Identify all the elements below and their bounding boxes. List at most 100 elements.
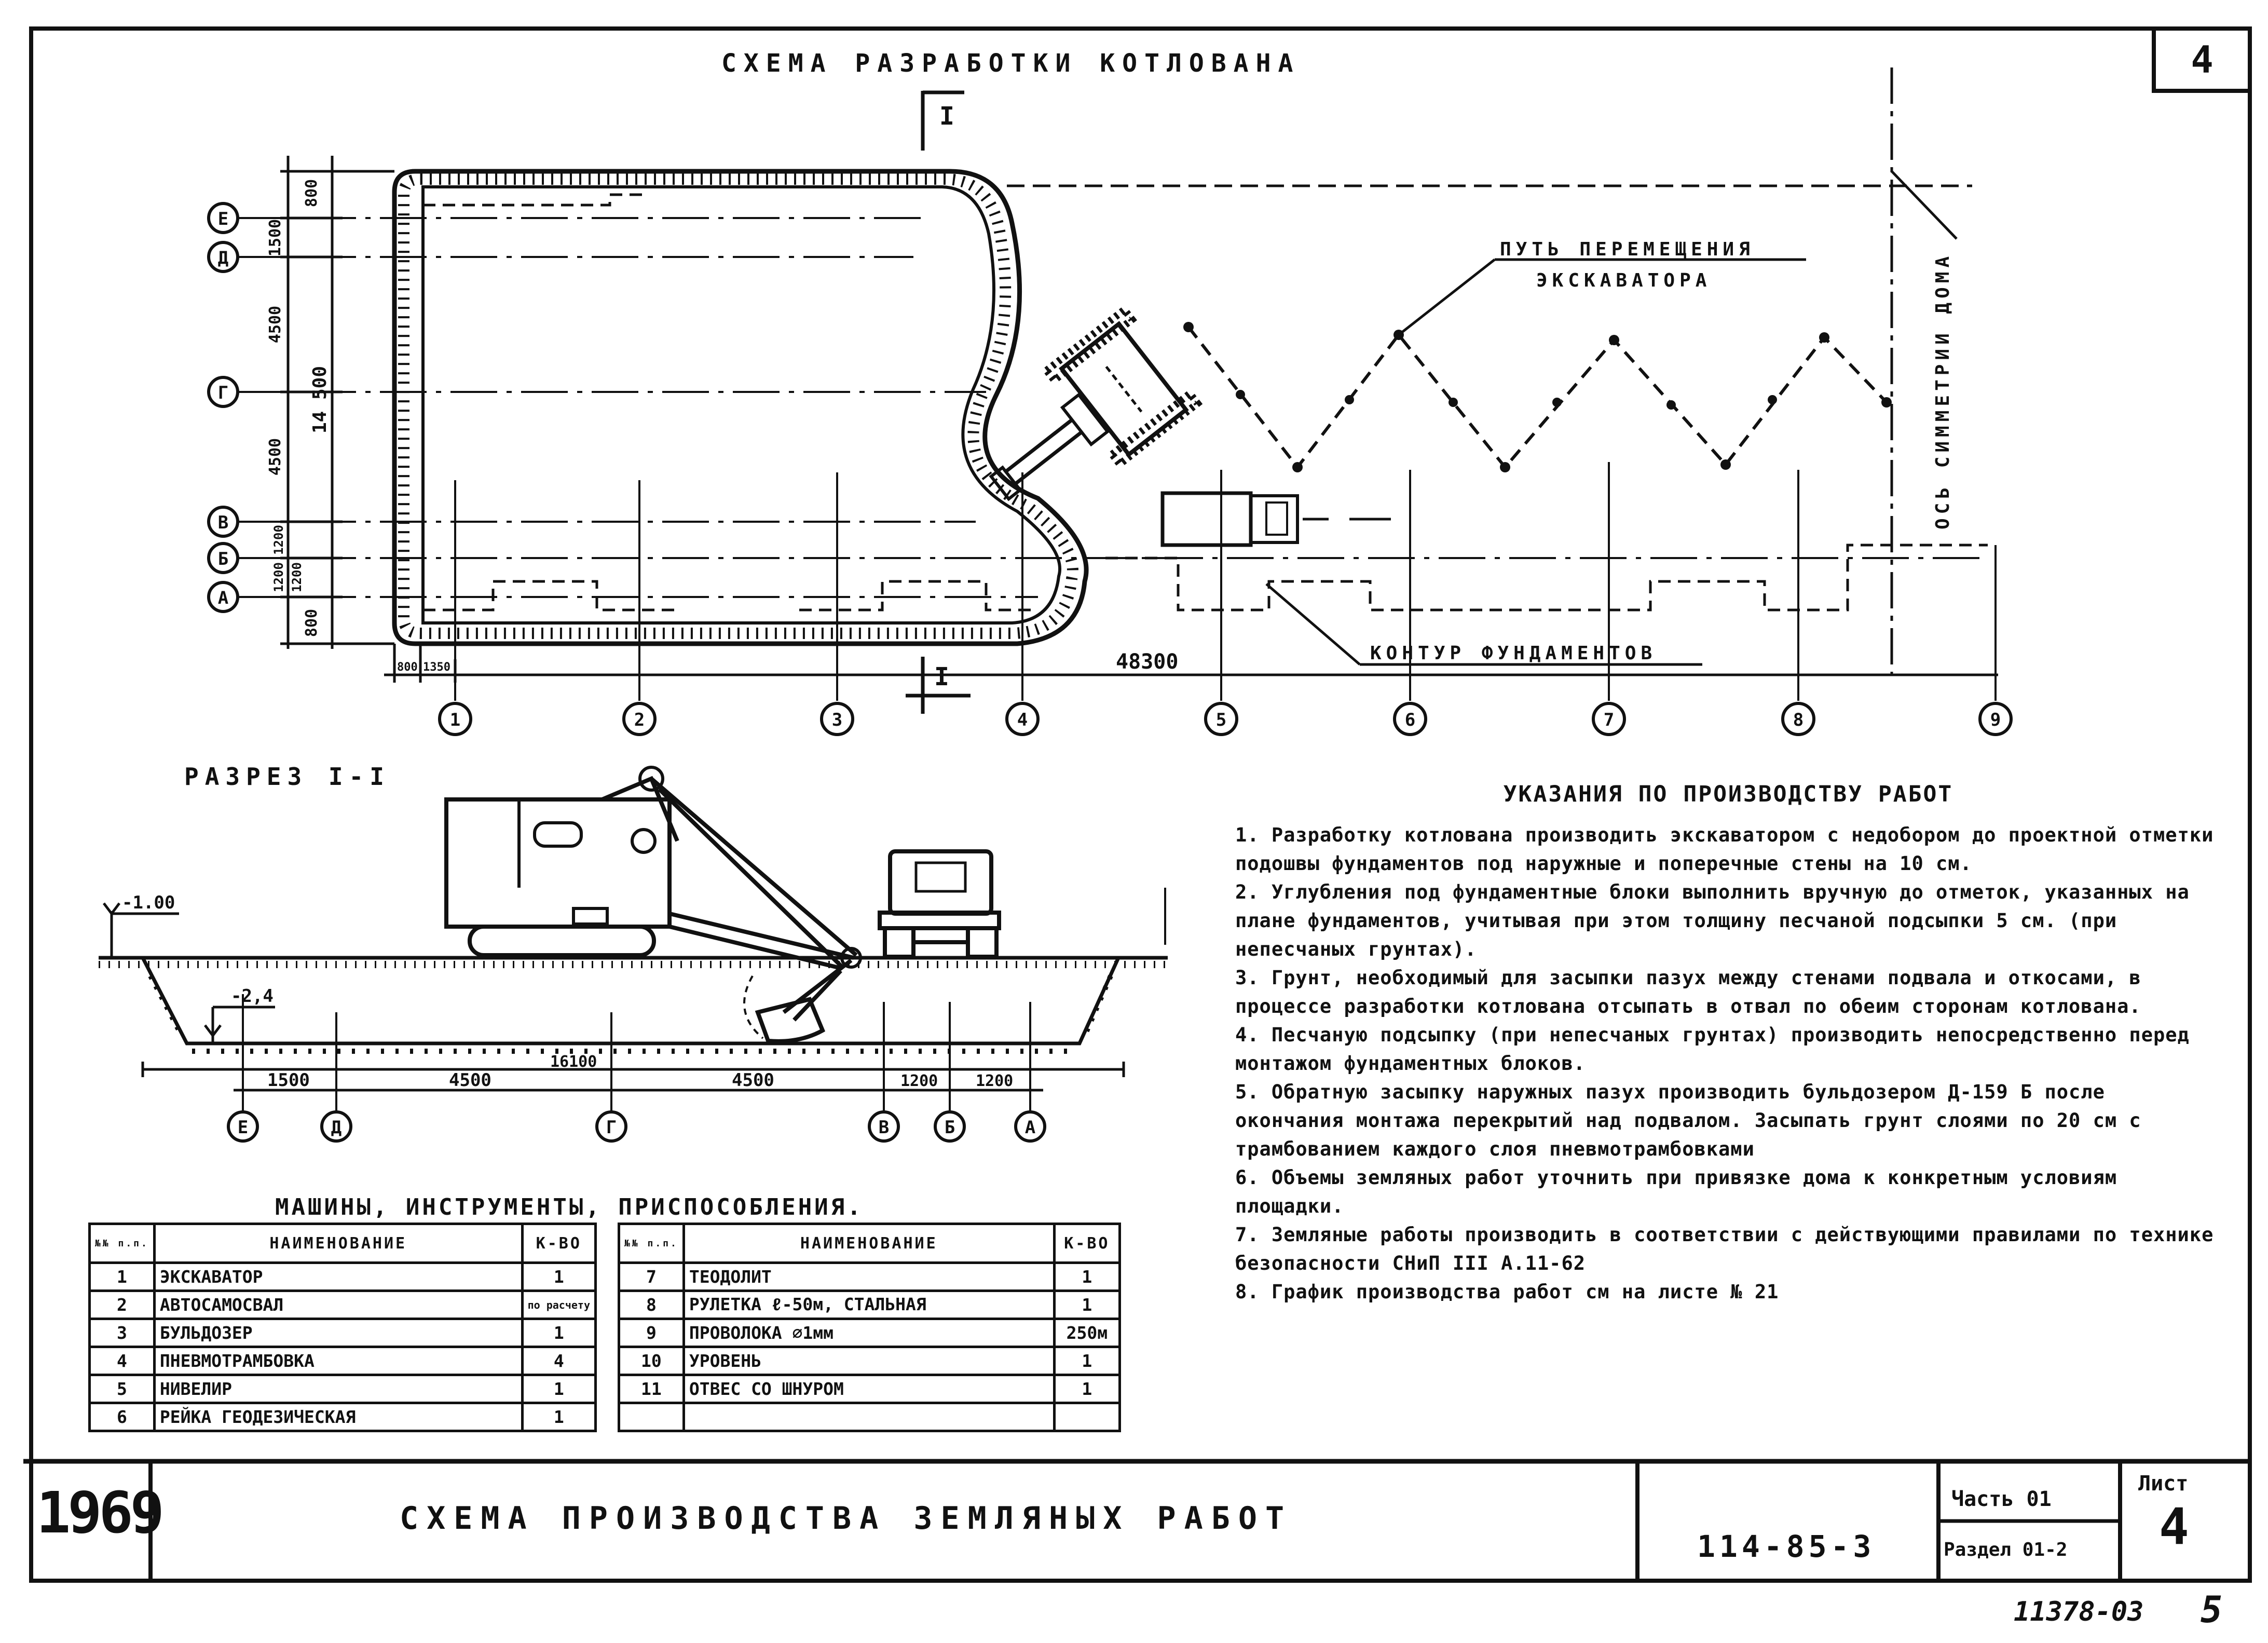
level-mark-bottom: -2,4 [204, 986, 275, 1043]
svg-text:В: В [879, 1117, 889, 1138]
svg-text:800: 800 [397, 661, 418, 674]
title-block-sheet-label: Лист [2138, 1472, 2189, 1496]
svg-text:3: 3 [832, 710, 842, 730]
header-name: НАИМЕНОВАНИЕ [153, 1223, 524, 1264]
svg-text:2: 2 [634, 710, 645, 730]
title-block-code: 114-85-3 [1697, 1529, 1876, 1564]
axis-bubble-E: Е [207, 202, 239, 234]
svg-text:5: 5 [1216, 710, 1226, 730]
row-axis-lines [239, 217, 1988, 598]
section-bubble-D: Д [320, 1110, 352, 1143]
svg-text:4: 4 [1017, 710, 1028, 730]
pit-bottom [421, 185, 1062, 624]
title-block-section: Раздел 01-2 [1944, 1539, 2068, 1560]
svg-text:I: I [934, 662, 949, 691]
excavator-path-label-2: ЭКСКАВАТОРА [1536, 270, 1711, 291]
svg-text:1350: 1350 [423, 661, 450, 674]
section-overall-width: 16100 [550, 1053, 597, 1071]
instruction-item: 6. Объемы земляных работ уточнить при пр… [1235, 1166, 2117, 1217]
axis-bubble-D: Д [207, 241, 239, 273]
instruction-item: 2. Углубления под фундаментные блоки вып… [1235, 881, 2190, 960]
pit-slope-outer [392, 169, 1089, 646]
svg-text:1200: 1200 [900, 1072, 938, 1090]
sheet-number-box: 4 [2152, 29, 2250, 93]
section-bubble-G: Г [595, 1110, 627, 1143]
excavator-side-icon [444, 766, 862, 1043]
svg-text:В: В [218, 512, 228, 533]
svg-text:1200: 1200 [976, 1072, 1013, 1090]
level-mark-top: -1.00 [103, 892, 179, 958]
section-bubble-B: Б [934, 1110, 966, 1143]
sheet-number: 4 [2191, 38, 2213, 82]
axis-bubble-A: А [207, 581, 239, 613]
svg-text:Е: Е [218, 209, 228, 229]
axis-bubble-1: 1 [438, 702, 472, 736]
foundation-contour-label: КОНТУР ФУНДАМЕНТОВ [1370, 643, 1657, 664]
instruction-item: 7. Земляные работы производить в соответ… [1235, 1224, 2214, 1274]
svg-text:Д: Д [218, 248, 228, 268]
title-block-year: 1969 [36, 1479, 165, 1546]
svg-text:800: 800 [303, 179, 321, 207]
axis-bubble-8: 8 [1781, 702, 1815, 736]
svg-text:9: 9 [1990, 710, 2001, 730]
title-block-part: Часть 01 [1951, 1487, 2052, 1511]
instruction-item: 8. График производства работ см на листе… [1235, 1281, 1779, 1303]
section-title: РАЗРЕЗ I-I [184, 763, 390, 791]
section-mark-bottom: I [906, 657, 971, 714]
archive-number: 11378-03 [2014, 1596, 2144, 1627]
work-instructions-title: УКАЗАНИЯ ПО ПРОИЗВОДСТВУ РАБОТ [1503, 781, 1953, 807]
section-mark-top: I [921, 90, 964, 151]
svg-text:800: 800 [303, 609, 321, 637]
instruction-item: 3. Грунт, необходимый для засыпки пазух … [1235, 967, 2141, 1017]
dim-overall-vertical: 14 500 [309, 366, 331, 433]
svg-text:-1.00: -1.00 [122, 892, 175, 913]
instruction-item: 1. Разработку котлована производить экск… [1235, 824, 2214, 875]
svg-text:Б: Б [945, 1117, 955, 1138]
archive-page: 5 [2201, 1588, 2223, 1631]
machines-table-header: №№ п.п. НАИМЕНОВАНИЕ К-ВО [88, 1223, 597, 1264]
instruction-item: 4. Песчаную подсыпку (при непесчаных гру… [1235, 1024, 2190, 1075]
title-block-sheet-value: 4 [2159, 1498, 2189, 1556]
svg-text:1200: 1200 [271, 562, 286, 592]
machines-table-header: №№ п.п. НАИМЕНОВАНИЕ К-ВО [618, 1223, 1122, 1264]
foundation-contour-leader: КОНТУР ФУНДАМЕНТОВ [1265, 583, 1702, 666]
svg-text:1500: 1500 [266, 219, 284, 256]
axis-bubble-4: 4 [1005, 702, 1040, 736]
svg-text:-2,4: -2,4 [231, 986, 274, 1007]
svg-text:4500: 4500 [449, 1070, 491, 1091]
header-qty: К-ВО [521, 1223, 597, 1264]
horizontal-dimensions: 800 1350 48300 [384, 644, 1998, 683]
machines-title: МАШИНЫ, ИНСТРУМЕНТЫ, ПРИСПОСОБЛЕНИЯ. [275, 1194, 864, 1220]
axis-bubble-3: 3 [820, 702, 854, 736]
axis-bubble-7: 7 [1592, 702, 1626, 736]
svg-text:1200: 1200 [271, 525, 286, 555]
axis-bubble-6: 6 [1393, 702, 1427, 736]
section-axis-bubbles: Е Д Г В Б А [227, 1110, 1046, 1143]
vertical-dimensions: 800 1500 4500 4500 1200 1200 1200 800 14… [266, 156, 394, 649]
axis-bubble-5: 5 [1204, 702, 1238, 736]
table-row [618, 1402, 1122, 1432]
instruction-item: 5. Обратную засыпку наружных пазух произ… [1235, 1081, 2141, 1160]
svg-text:А: А [218, 588, 228, 608]
svg-text:А: А [1025, 1117, 1035, 1138]
axis-bubble-9: 9 [1978, 702, 2013, 736]
excavator-path: ПУТЬ ПЕРЕМЕЩЕНИЯ ЭКСКАВАТОРА [1183, 239, 1892, 472]
section-bubble-A: А [1014, 1110, 1046, 1143]
section-bubble-E: Е [227, 1110, 259, 1143]
section-axis-lines [242, 888, 1166, 1114]
svg-text:Г: Г [606, 1117, 617, 1138]
svg-text:1500: 1500 [267, 1070, 310, 1091]
axis-bubble-B: Б [207, 542, 239, 574]
svg-text:6: 6 [1405, 710, 1415, 730]
column-axis-bubbles: 1 2 3 4 5 6 7 8 9 [438, 702, 2013, 736]
